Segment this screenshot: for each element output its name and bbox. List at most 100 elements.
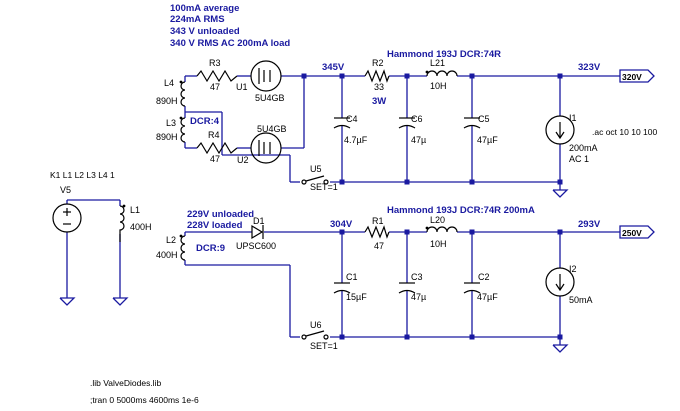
d1-value: UPSC600: [236, 241, 276, 251]
c4-value: 4.7µF: [344, 135, 368, 145]
i1-name: I1: [569, 113, 577, 123]
c2-value: 47µF: [477, 292, 498, 302]
r2-name: R2: [372, 58, 384, 68]
switch-u6: [301, 330, 329, 340]
capacitor-c4: [333, 117, 351, 129]
valve-u1: [250, 60, 282, 92]
coupling-directive: K1 L1 L2 L3 L4 1: [50, 170, 115, 180]
switch-u5: [301, 175, 329, 185]
choke-bottom-note: Hammond 193J DCR:74R 200mA: [387, 205, 535, 216]
note-line-3: 343 V unloaded: [170, 26, 240, 37]
c5-name: C5: [478, 114, 490, 124]
l20-name: L20: [430, 215, 445, 225]
net-flag-250v-label: 250V: [622, 228, 642, 238]
inductor-l2: [179, 234, 186, 261]
l3-value: 890H: [156, 132, 178, 142]
c6-value: 47µ: [411, 135, 426, 145]
choke-top-note: Hammond 193J DCR:74R: [387, 49, 501, 60]
net-flag-320v: 320V: [619, 69, 655, 83]
l21-name: L21: [430, 58, 445, 68]
c4-name: C4: [346, 114, 358, 124]
ground-top-right: [552, 189, 569, 198]
capacitor-c3: [398, 282, 416, 294]
dcr-bottom-note: DCR:9: [196, 243, 225, 254]
u5-name: U5: [310, 164, 322, 174]
r1-name: R1: [372, 216, 384, 226]
net-label-345v: 345V: [322, 62, 345, 73]
c5-value: 47µF: [477, 135, 498, 145]
r4-value: 47: [210, 154, 220, 164]
bottom-note-block: 229V unloaded 228V loaded: [187, 209, 254, 231]
note-line-6: 228V loaded: [187, 220, 243, 231]
current-source-i2: [545, 267, 575, 297]
r4-name: R4: [208, 130, 220, 140]
bottom-junctions: [339, 229, 563, 340]
l2-name: L2: [166, 235, 176, 245]
inductor-l20: [425, 226, 458, 233]
capacitor-c6: [398, 117, 416, 129]
bottom-wires: [184, 231, 620, 345]
u2-name: U2: [237, 155, 249, 165]
capacitor-c1: [333, 282, 351, 294]
l4-value: 890H: [156, 96, 178, 106]
r2-extra: 3W: [372, 96, 386, 107]
ground-bottom-right: [552, 344, 569, 353]
r2-value: 33: [374, 82, 384, 92]
note-line-2: 224mA RMS: [170, 14, 225, 25]
lib-directive: .lib ValveDiodes.lib: [90, 378, 161, 388]
c3-value: 47µ: [411, 292, 426, 302]
source-wires: [66, 199, 121, 298]
note-line-1: 100mA average: [170, 3, 239, 14]
c1-value: 15µF: [346, 292, 367, 302]
r3-value: 47: [210, 82, 220, 92]
net-label-293v: 293V: [578, 219, 601, 230]
net-flag-250v: 250V: [619, 225, 655, 239]
ground-v5: [59, 297, 76, 306]
d1-name: D1: [253, 216, 265, 226]
c6-name: C6: [411, 114, 423, 124]
v5-name: V5: [60, 185, 71, 195]
capacitor-c5: [463, 117, 481, 129]
current-source-i1: [545, 115, 575, 145]
l20-value: 10H: [430, 239, 447, 249]
tran-directive: ;tran 0 5000ms 4600ms 1e-6: [90, 395, 199, 405]
resistor-r1: [364, 225, 390, 239]
u6-name: U6: [310, 320, 322, 330]
note-line-4: 340 V RMS AC 200mA load: [170, 38, 290, 49]
ground-l1: [112, 297, 129, 306]
voltage-source-v5: [52, 203, 82, 233]
l1-name: L1: [130, 205, 140, 215]
i2-name: I2: [569, 264, 577, 274]
net-flag-320v-label: 320V: [622, 72, 642, 82]
inductor-l21: [425, 70, 458, 77]
u5-value: SET=1: [310, 182, 338, 192]
c2-name: C2: [478, 272, 490, 282]
u2-value: 5U4GB: [257, 124, 287, 134]
r1-value: 47: [374, 241, 384, 251]
diode-d1: [251, 224, 264, 240]
r3-name: R3: [209, 58, 221, 68]
capacitor-c2: [463, 282, 481, 294]
l4-name: L4: [164, 78, 174, 88]
l3-name: L3: [166, 118, 176, 128]
net-label-304v: 304V: [330, 219, 353, 230]
u1-value: 5U4GB: [255, 93, 285, 103]
resistor-r3: [196, 69, 238, 83]
i2-value: 50mA: [569, 295, 593, 305]
c3-name: C3: [411, 272, 423, 282]
top-note-block: 100mA average 224mA RMS 343 V unloaded 3…: [170, 3, 290, 49]
i1-extra: AC 1: [569, 154, 589, 164]
resistor-r2: [364, 69, 390, 83]
i1-value: 200mA: [569, 143, 598, 153]
resistor-r4: [196, 141, 238, 155]
u1-name: U1: [236, 82, 248, 92]
l1-value: 400H: [130, 222, 152, 232]
net-label-323v: 323V: [578, 62, 601, 73]
c1-name: C1: [346, 272, 358, 282]
dcr-top-note: DCR:4: [190, 116, 220, 127]
top-wires: [184, 75, 620, 190]
u6-value: SET=1: [310, 341, 338, 351]
inductor-l4: [179, 80, 186, 107]
